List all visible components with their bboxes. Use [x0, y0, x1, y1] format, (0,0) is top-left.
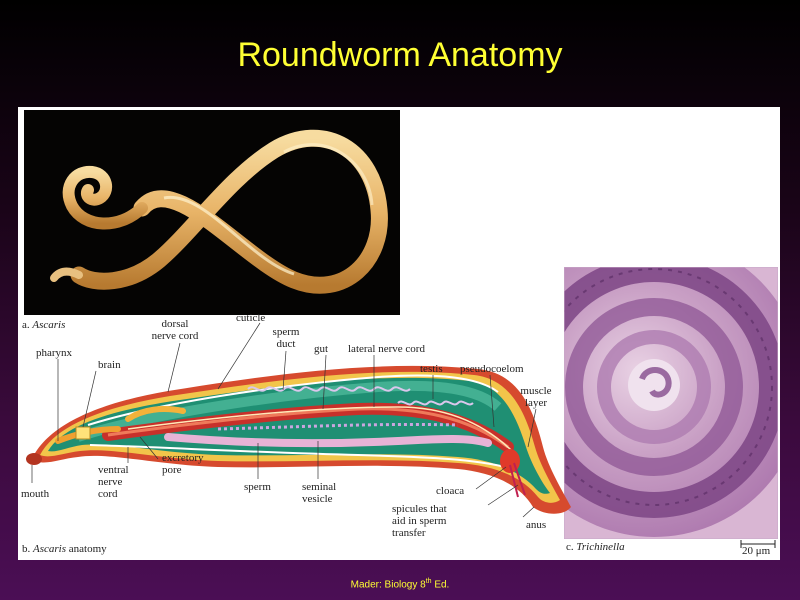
label-cuticle: cuticle — [236, 312, 266, 324]
caption-a-genus: Ascaris — [32, 319, 66, 331]
label-excretory-pore: excretory pore — [162, 452, 204, 476]
slide-footer: Mader: Biology 8th Ed. — [0, 578, 800, 590]
label-cloaca: cloaca — [436, 485, 465, 497]
label-pharynx: pharynx — [36, 347, 73, 359]
slide-title: Roundworm Anatomy — [237, 36, 563, 74]
label-lateral-nerve-cord: lateral nerve cord — [348, 343, 425, 355]
spicules — [509, 462, 526, 498]
label-ventral-nerve-cord: ventral nerve cord — [98, 464, 129, 500]
caption-b-genus: Ascaris — [33, 543, 66, 555]
trichinella-photo-drawing — [564, 267, 778, 539]
caption-b-suffix: anatomy — [66, 543, 107, 555]
caption-a-prefix: a. — [22, 319, 33, 331]
figure-panel: a. Ascaris c. Trichinella 20 μm — [18, 107, 780, 560]
lateral-nerve-cord — [127, 406, 519, 458]
label-sperm: sperm — [244, 481, 271, 493]
label-brain: brain — [98, 359, 121, 371]
label-dorsal-nerve-cord: dorsal nerve cord — [151, 318, 199, 342]
ventral-nerve-cord — [89, 444, 514, 470]
label-muscle-layer: muscle layer — [520, 385, 552, 409]
excretory-canal — [125, 406, 186, 422]
brain — [75, 426, 91, 440]
seminal-vesicle — [164, 433, 492, 448]
caption-b-prefix: b. — [22, 543, 33, 555]
label-seminal-vesicle: seminal vesicle — [302, 481, 337, 505]
testis — [247, 386, 411, 392]
leader-lines — [31, 322, 537, 518]
label-anus: anus — [526, 519, 547, 531]
trichinella-photo — [564, 267, 778, 539]
caption-c-genus: Trichinella — [576, 541, 625, 553]
caption-c: c. Trichinella — [566, 541, 625, 553]
caption-b: b. Ascaris anatomy — [22, 543, 107, 555]
scale-bar-label: 20 μm — [742, 545, 771, 557]
sperm-duct — [217, 422, 459, 431]
label-sperm-duct: sperm duct — [272, 326, 300, 350]
label-mouth: mouth — [21, 488, 50, 500]
label-testis: testis — [420, 363, 443, 375]
footer-superscript: th — [425, 578, 432, 585]
ascaris-photo — [24, 110, 400, 315]
caption-c-prefix: c. — [566, 541, 577, 553]
ascaris-photo-drawing — [24, 110, 400, 315]
label-spicules: spicules that aid in sperm transfer — [392, 503, 447, 539]
ascaris-anatomy-diagram — [26, 322, 571, 518]
caption-a: a. Ascaris — [22, 319, 65, 331]
label-pseudocoelom: pseudocoelom — [460, 363, 524, 375]
label-gut: gut — [314, 343, 329, 355]
mouth-shape — [26, 453, 42, 465]
footer-suffix: Ed. — [431, 579, 450, 591]
footer-prefix: Mader: Biology 8 — [350, 579, 426, 591]
